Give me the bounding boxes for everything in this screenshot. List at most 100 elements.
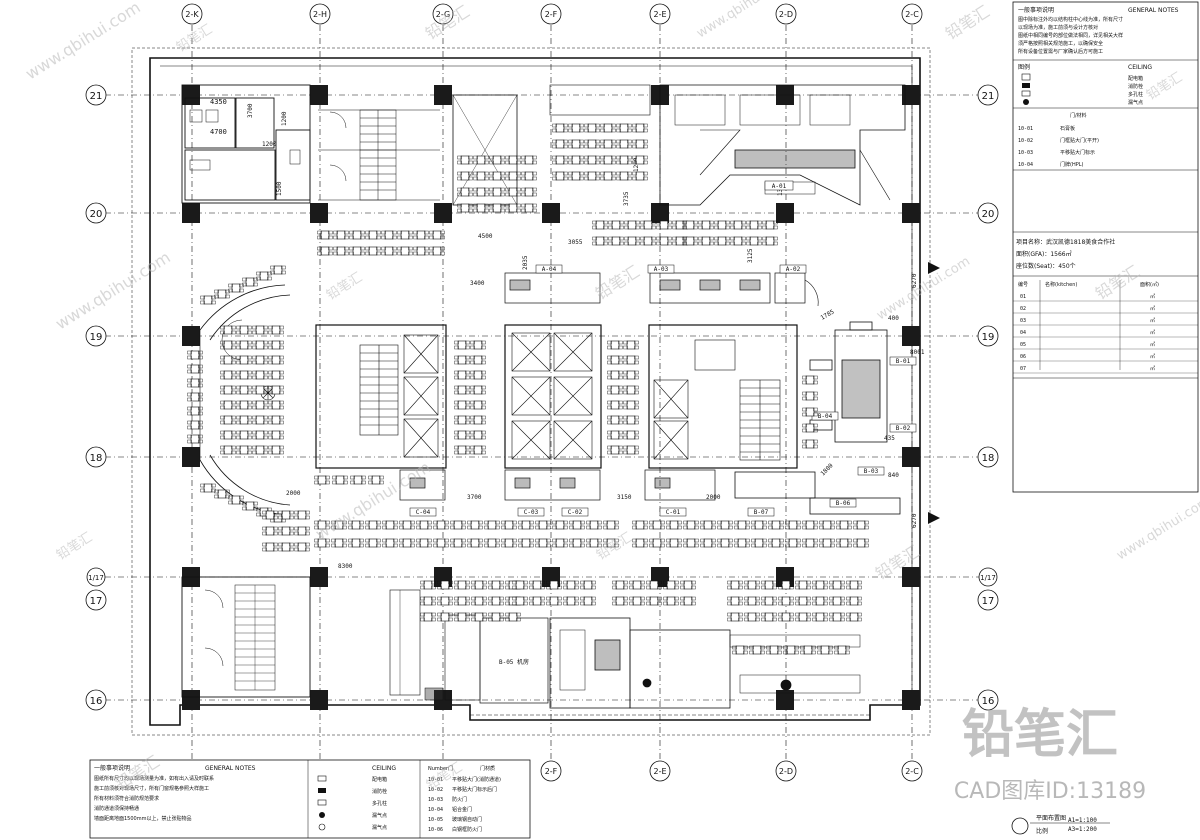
svg-text:B-06: B-06 xyxy=(836,500,851,507)
dining-table-set xyxy=(592,236,608,246)
grid-bubble-2e-top: 2-E xyxy=(649,3,671,25)
dining-table-set xyxy=(768,520,784,530)
dining-table-set xyxy=(489,155,505,165)
dining-table-set xyxy=(700,538,716,548)
svg-text:10-01: 10-01 xyxy=(1018,126,1033,132)
dining-table-set xyxy=(505,155,521,165)
dining-table-set xyxy=(349,230,365,240)
dining-table-set xyxy=(623,385,639,395)
dining-table-set xyxy=(420,612,436,622)
dining-table-set xyxy=(437,596,453,606)
svg-text:4500: 4500 xyxy=(478,233,493,240)
dining-table-set xyxy=(242,501,258,511)
grid-bubble-117-right: 1/17 xyxy=(978,567,998,587)
dining-table-set xyxy=(348,520,364,530)
dining-table-set xyxy=(717,538,733,548)
svg-text:21: 21 xyxy=(90,91,103,102)
gas-point-icon xyxy=(318,823,326,831)
door-item: 防火门 xyxy=(452,796,467,803)
dining-table-set xyxy=(488,580,504,590)
kitchen-row-unit: ㎡ xyxy=(1150,341,1155,348)
dining-table-set xyxy=(817,645,833,655)
dining-table-set xyxy=(584,171,600,181)
notes-panel-right: 一般事项说明 GENERAL NOTES 图中除标注外均以结构柱中心线为准，所有… xyxy=(1012,1,1199,493)
dining-table-set xyxy=(518,520,534,530)
dining-table-set xyxy=(632,123,648,133)
dining-table-set xyxy=(552,155,568,165)
dining-table-set xyxy=(623,370,639,380)
svg-text:435: 435 xyxy=(884,435,895,442)
dining-table-set xyxy=(470,370,486,380)
dining-table-set xyxy=(836,520,852,530)
dining-table-set xyxy=(629,596,645,606)
dining-table-set xyxy=(471,596,487,606)
dining-table-set xyxy=(365,520,381,530)
dining-table-set xyxy=(623,340,639,350)
dining-table-set xyxy=(682,236,698,246)
svg-text:4700: 4700 xyxy=(210,128,227,136)
svg-text:20: 20 xyxy=(982,209,995,220)
svg-text:1500: 1500 xyxy=(276,181,283,196)
svg-text:1/17: 1/17 xyxy=(88,574,104,582)
svg-text:A-04: A-04 xyxy=(542,266,557,273)
dining-table-set xyxy=(368,475,384,485)
dining-table-set xyxy=(489,187,505,197)
svg-text:A-01: A-01 xyxy=(772,183,787,190)
dining-table-set xyxy=(727,580,743,590)
notes-panel-bottom: 一般事项说明 GENERAL NOTES 图纸所有尺寸均以现场测量为准，如有出入… xyxy=(89,759,531,839)
svg-text:消防栓: 消防栓 xyxy=(1128,83,1143,90)
dining-table-set xyxy=(236,325,252,335)
dining-table-set xyxy=(433,520,449,530)
dining-table-set xyxy=(819,538,835,548)
svg-text:1/17: 1/17 xyxy=(980,574,996,582)
dining-table-set xyxy=(714,220,730,230)
legend-title-en: CEILING xyxy=(1128,64,1152,71)
dining-table-set xyxy=(802,423,818,433)
dining-table-set xyxy=(552,520,568,530)
dining-table-set xyxy=(666,538,682,548)
dining-table-set xyxy=(220,340,236,350)
dining-table-set xyxy=(682,220,698,230)
dining-table-set xyxy=(649,538,665,548)
kiosk-island-right xyxy=(734,321,901,515)
dining-table-set xyxy=(381,246,397,256)
dining-table-set xyxy=(512,596,528,606)
dining-table-set xyxy=(473,203,489,213)
dining-table-set xyxy=(853,538,869,548)
dining-table-set xyxy=(236,430,252,440)
dining-table-set xyxy=(457,171,473,181)
dining-table-set xyxy=(829,596,845,606)
dining-table-set xyxy=(680,580,696,590)
dining-table-set xyxy=(252,415,268,425)
dining-table-set xyxy=(834,645,850,655)
dining-table-set xyxy=(795,580,811,590)
kitchen-row-unit: ㎡ xyxy=(1150,365,1155,372)
back-of-house-bottom-left xyxy=(181,576,481,701)
dining-table-set xyxy=(470,445,486,455)
svg-text:4350: 4350 xyxy=(210,98,227,106)
svg-text:门框贴大门(平开): 门框贴大门(平开) xyxy=(1060,137,1099,144)
dining-table-set xyxy=(470,355,486,365)
dining-table-set xyxy=(220,430,236,440)
dining-table-set xyxy=(236,445,252,455)
dining-table-set xyxy=(656,236,672,246)
dining-table-set xyxy=(454,370,470,380)
dining-table-set xyxy=(700,520,716,530)
dining-table-set xyxy=(214,289,230,299)
dining-table-set xyxy=(365,230,381,240)
grid-bubble-17-left: 17 xyxy=(85,589,107,611)
note-line: 所有设备位置需与厂家确认后方可施工 xyxy=(1018,48,1103,55)
svg-text:2-E: 2-E xyxy=(653,767,666,776)
dining-table-set xyxy=(616,155,632,165)
dining-table-set xyxy=(698,220,714,230)
dining-table-set xyxy=(314,475,330,485)
dining-table-set xyxy=(450,520,466,530)
dining-table-set xyxy=(220,325,236,335)
dining-table-set xyxy=(268,400,284,410)
dining-table-set xyxy=(518,538,534,548)
svg-text:3125: 3125 xyxy=(747,248,754,263)
dining-table-set xyxy=(252,340,268,350)
dining-table-set xyxy=(846,612,862,622)
dining-table-set xyxy=(187,392,203,402)
svg-text:C-04: C-04 xyxy=(416,509,431,516)
